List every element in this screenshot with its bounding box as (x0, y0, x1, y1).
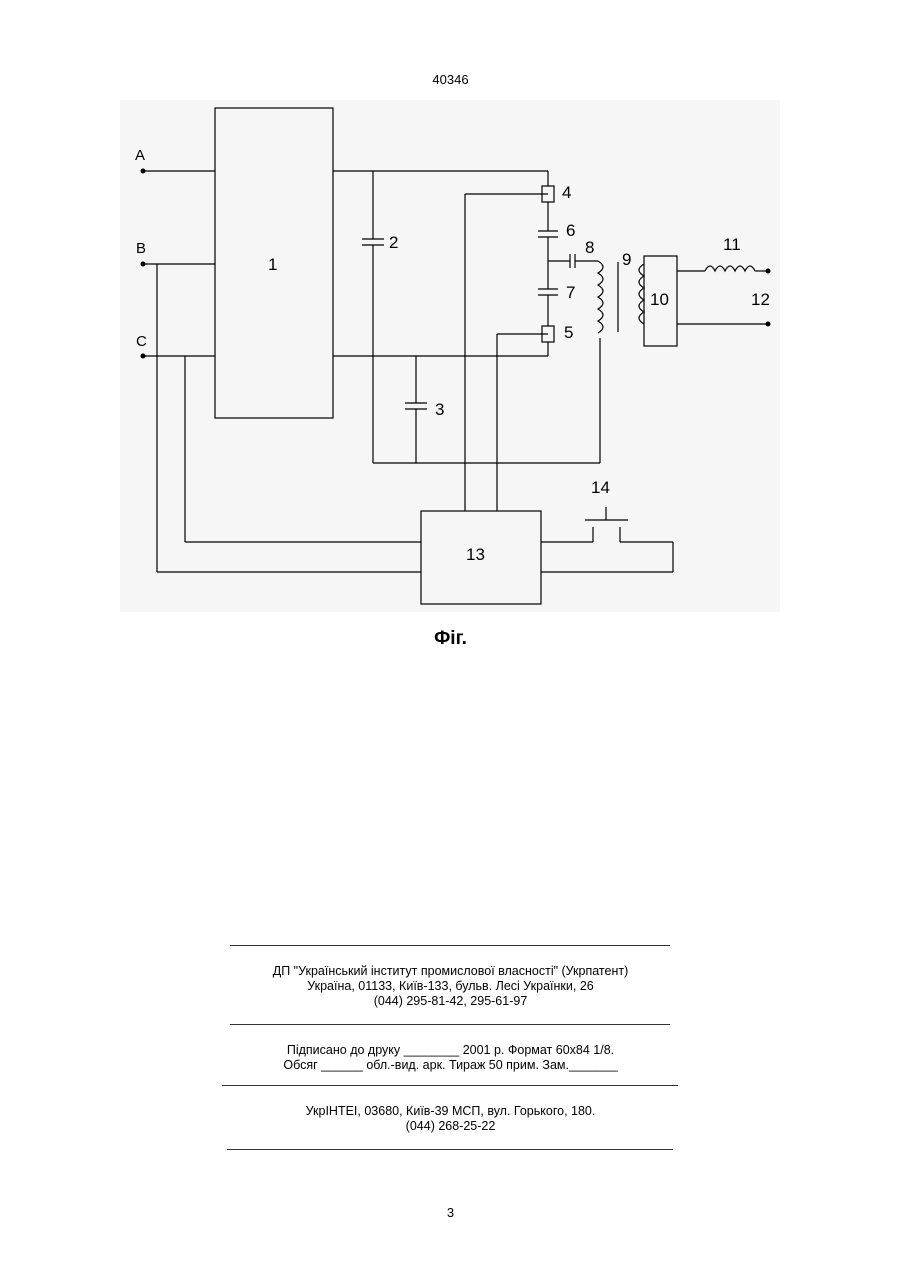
label-6: 6 (566, 221, 575, 240)
divider (227, 1149, 673, 1150)
label-11: 11 (723, 235, 741, 254)
label-2: 2 (389, 233, 398, 252)
label-12: 12 (751, 290, 770, 309)
label-3: 3 (435, 400, 444, 419)
print-info-block: Підписано до друку ________ 2001 р. Форм… (0, 1043, 901, 1073)
print-info-line: Підписано до друку ________ 2001 р. Форм… (0, 1043, 901, 1058)
printer-phone: (044) 268-25-22 (0, 1119, 901, 1134)
label-1: 1 (268, 255, 277, 274)
label-10: 10 (650, 290, 669, 309)
publisher-address: Україна, 01133, Київ-133, бульв. Лесі Ук… (0, 979, 901, 994)
divider (230, 945, 670, 946)
terminal-a-label: A (135, 147, 145, 164)
publisher-block: ДП "Український інститут промислової вла… (0, 964, 901, 1009)
label-9: 9 (622, 250, 631, 269)
label-13: 13 (466, 545, 485, 564)
figure-caption: Фіг. (0, 628, 901, 650)
publisher-phone: (044) 295-81-42, 295-61-97 (0, 994, 901, 1009)
page-number: 3 (0, 1205, 901, 1220)
terminal-b-label: B (136, 240, 146, 257)
label-4: 4 (562, 183, 571, 202)
printer-address: УкрІНТЕІ, 03680, Київ-39 МСП, вул. Горьк… (0, 1104, 901, 1119)
divider (222, 1085, 678, 1086)
publisher-line: ДП "Український інститут промислової вла… (0, 964, 901, 979)
label-8: 8 (585, 238, 594, 257)
divider (230, 1024, 670, 1025)
label-14: 14 (591, 478, 610, 497)
circuit-diagram: A B C 1 2 3 4 5 6 7 8 9 10 11 12 13 14 (120, 100, 780, 612)
label-5: 5 (564, 323, 573, 342)
label-7: 7 (566, 283, 575, 302)
printer-block: УкрІНТЕІ, 03680, Київ-39 МСП, вул. Горьк… (0, 1104, 901, 1134)
terminal-c-label: C (136, 333, 147, 350)
document-number: 40346 (0, 72, 901, 87)
print-info-line: Обсяг ______ обл.-вид. арк. Тираж 50 при… (0, 1058, 901, 1073)
